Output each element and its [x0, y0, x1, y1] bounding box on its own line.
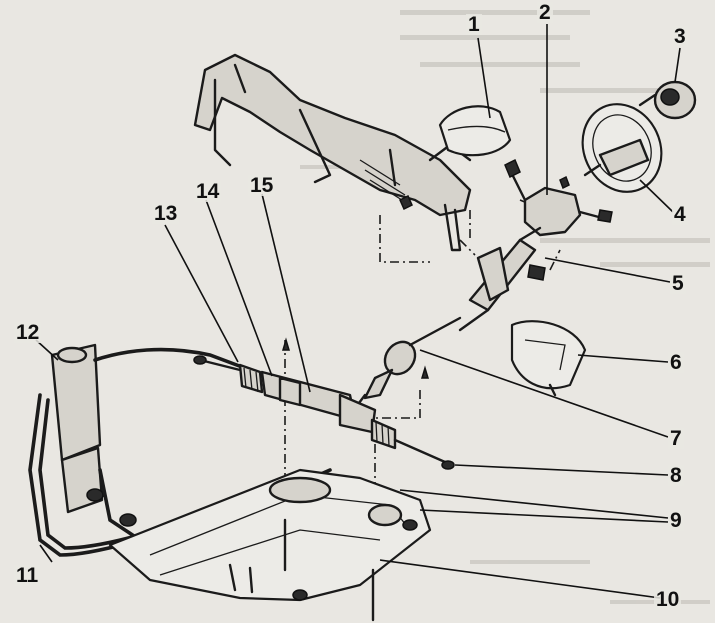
part-12-fluid-reservoir [50, 343, 104, 514]
part-4-steering-wheel [581, 103, 663, 193]
callout-7: 7 [668, 427, 684, 450]
callout-13: 13 [152, 202, 180, 225]
callout-8: 8 [668, 464, 684, 487]
leader-lines [35, 24, 681, 599]
part-6-lower-cover [510, 320, 587, 397]
callout-5: 5 [670, 272, 686, 295]
part-5-steering-column [458, 226, 546, 332]
callout-3: 3 [672, 25, 688, 48]
callout-14: 14 [194, 180, 222, 203]
callout-11: 11 [14, 564, 41, 587]
callout-6: 6 [668, 351, 684, 374]
callout-10: 10 [654, 588, 682, 611]
part-10-subframe [108, 468, 432, 622]
dashboard-crossmember [193, 53, 472, 252]
callout-2: 2 [537, 1, 553, 24]
part-3-horn-pad [638, 80, 697, 120]
callout-1: 1 [466, 13, 482, 36]
callout-4: 4 [672, 203, 688, 226]
part-1-column-shroud [438, 105, 512, 157]
steering-rack-assembly [193, 337, 455, 470]
part-2-combination-switch [504, 158, 613, 237]
callout-9: 9 [668, 509, 684, 532]
callout-12: 12 [14, 321, 42, 344]
callout-15: 15 [248, 174, 276, 197]
part-7-intermediate-shaft [348, 316, 462, 417]
